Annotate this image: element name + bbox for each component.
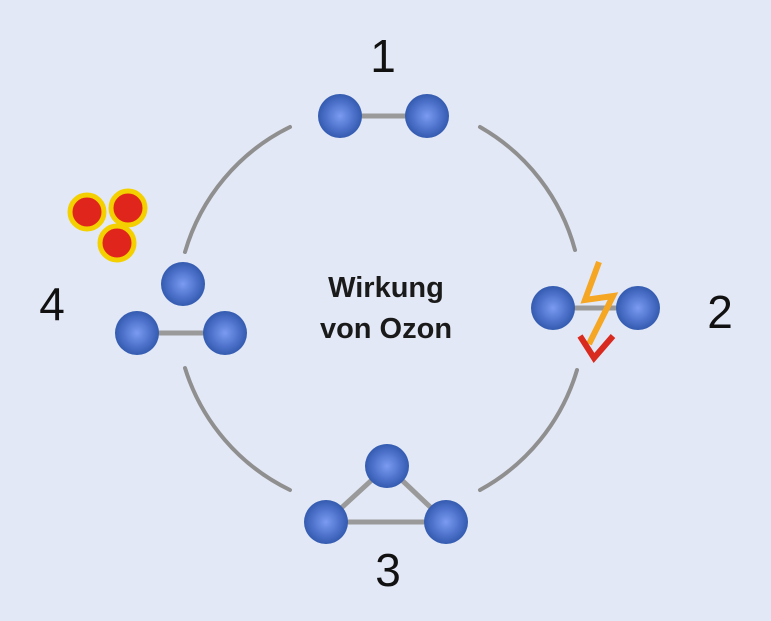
lightning-icon [580,260,619,346]
oxygen-atom [304,500,348,544]
ozone-molecule-step3 [304,444,468,544]
arc-bottom-right [478,368,579,492]
center-title-line1: Wirkung [328,272,444,304]
oxygen-molecule-step1 [318,94,449,138]
step-number-1: 1 [370,30,396,82]
radical-icon [67,192,107,232]
radical-icon [97,223,137,263]
oxygen-atom [405,94,449,138]
oxygen-atom [115,311,159,355]
step-number-3: 3 [375,544,401,596]
radical-icon [108,188,148,228]
center-title-line2: von Ozon [320,313,452,345]
arc-top-right [478,125,577,252]
lightning-tip-icon [577,334,616,364]
oxygen-atom [365,444,409,488]
oxygen-atom [424,500,468,544]
oxygen-atom [161,262,205,306]
step-number-2: 2 [707,286,733,338]
oxygen-atom [531,286,575,330]
arc-bottom-left [183,366,292,492]
oxygen-molecule-step2 [531,260,660,364]
oxygen-split-step4 [115,262,247,355]
cycle-ring [183,125,579,492]
oxygen-atom [318,94,362,138]
step-number-4: 4 [39,278,65,330]
radical-cluster [67,188,148,263]
oxygen-atom [616,286,660,330]
oxygen-atom [203,311,247,355]
arc-top-left [183,125,292,254]
